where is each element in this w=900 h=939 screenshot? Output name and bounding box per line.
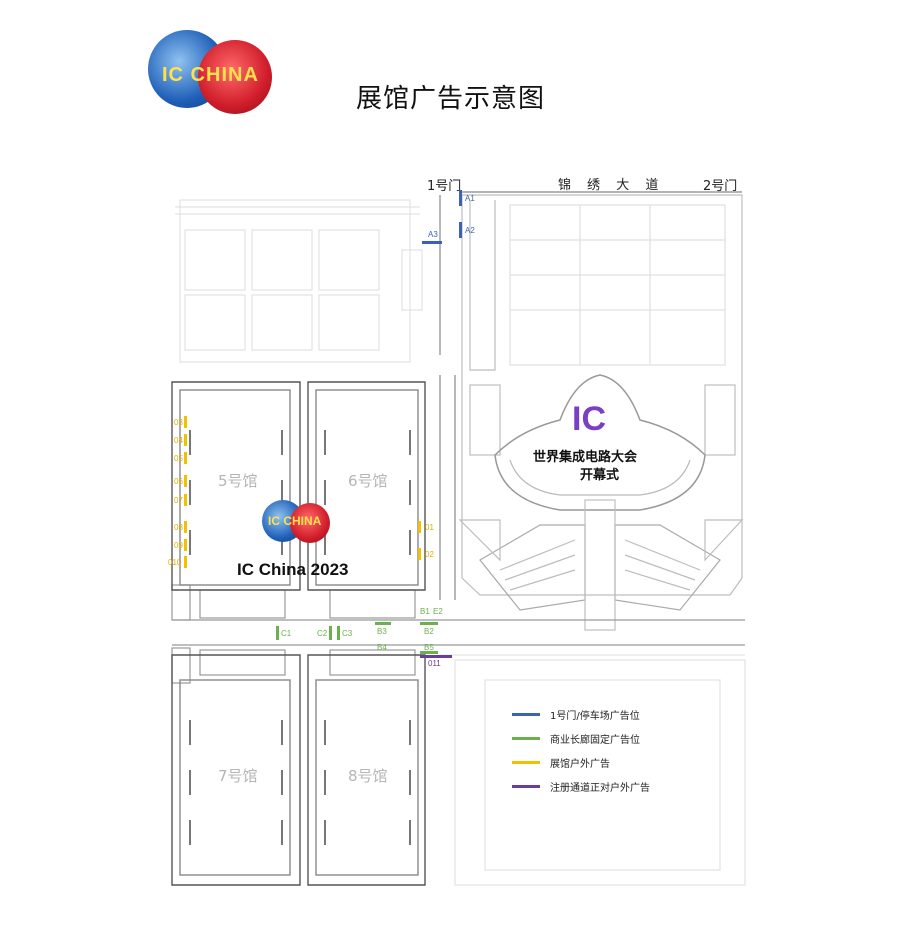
ad-label-010: 010 xyxy=(168,558,182,567)
legend-swatch xyxy=(512,737,540,740)
ad-bar-02 xyxy=(418,548,421,560)
ad-bar-01 xyxy=(418,521,421,533)
ad-bar-06 xyxy=(184,475,187,487)
center-logo-caption: IC China 2023 xyxy=(237,560,349,579)
ad-bar-C1 xyxy=(276,626,279,640)
ad-bar-A1 xyxy=(459,190,462,206)
ad-label-A3: A3 xyxy=(428,230,438,239)
exhibition-halls xyxy=(171,381,426,886)
ad-label-C2: C2 xyxy=(317,629,328,638)
ad-bar-010 xyxy=(184,556,187,568)
legend-swatch xyxy=(512,785,540,788)
legend-item-purple: 注册通道正对户外广告 xyxy=(512,779,650,794)
ad-bar-B3 xyxy=(375,622,391,625)
hall-5-label: 5号馆 xyxy=(218,472,258,490)
ad-label-011: 011 xyxy=(428,659,441,668)
ad-label-01: 01 xyxy=(425,523,434,532)
gate-1-label: 1号门 xyxy=(427,179,462,194)
legend-item-blue: 1号门/停车场广告位 xyxy=(512,707,640,722)
ceremony-logo: IC xyxy=(572,400,606,438)
ad-label-A1: A1 xyxy=(465,194,475,203)
ad-label-05: 05 xyxy=(174,454,183,463)
legend-swatch xyxy=(512,713,540,716)
center-logo-text: IC CHINA xyxy=(268,514,322,528)
ad-label-04: 04 xyxy=(174,436,183,445)
north-west-building xyxy=(175,199,423,363)
ad-label-B3: B3 xyxy=(377,627,387,636)
ad-bar-09 xyxy=(184,539,187,551)
ad-label-09: 09 xyxy=(174,541,183,550)
ad-label-03: 03 xyxy=(174,418,183,427)
ad-bar-03 xyxy=(184,416,187,428)
legend-label: 商业长廊固定广告位 xyxy=(550,735,640,746)
ad-bar-C2 xyxy=(329,626,332,640)
page-title: 展馆广告示意图 xyxy=(356,84,546,114)
road-label: 锦 绣 大 道 xyxy=(558,178,665,193)
south-east-building xyxy=(440,654,746,886)
ad-label-B4: B4 xyxy=(377,643,387,652)
center-logo: IC CHINA xyxy=(262,500,347,550)
ad-label-B1: B1 xyxy=(420,607,430,616)
hall-7-label: 7号馆 xyxy=(218,767,258,785)
ceremony-line-2: 开幕式 xyxy=(580,468,620,483)
north-main-building xyxy=(458,194,744,631)
ad-label-06: 06 xyxy=(174,477,183,486)
legend-label: 1号门/停车场广告位 xyxy=(550,711,640,722)
ad-bar-08 xyxy=(184,521,187,533)
red-circle-icon xyxy=(198,40,272,114)
hall-8-label: 8号馆 xyxy=(348,767,388,785)
ad-bar-B2 xyxy=(420,622,438,625)
ad-bar-B5 xyxy=(420,651,438,654)
ad-label-C1: C1 xyxy=(281,629,292,638)
legend-item-yellow: 展馆户外广告 xyxy=(512,755,610,770)
ad-bar-011 xyxy=(420,655,452,658)
ad-bar-04 xyxy=(184,434,187,446)
legend-swatch xyxy=(512,761,540,764)
ad-bar-C3 xyxy=(337,626,340,640)
ceremony-line-1: 世界集成电路大会 xyxy=(533,450,638,465)
logo-text: IC CHINA xyxy=(162,64,259,86)
ad-label-B2: B2 xyxy=(424,627,434,636)
ad-bar-05 xyxy=(184,452,187,464)
ad-bar-A3 xyxy=(422,241,442,244)
red-circle-icon xyxy=(290,503,330,543)
hall-6-label: 6号馆 xyxy=(348,472,388,490)
gate-2-label: 2号门 xyxy=(703,179,738,194)
ad-label-08: 08 xyxy=(174,523,183,532)
ic-china-logo: IC CHINA xyxy=(148,30,293,115)
ad-label-02: 02 xyxy=(425,550,434,559)
ad-label-07: 07 xyxy=(174,496,183,505)
road-lines xyxy=(439,191,742,600)
commercial-corridor xyxy=(171,584,745,684)
ad-bar-A2 xyxy=(459,222,462,238)
ad-label-C3: C3 xyxy=(342,629,353,638)
ad-bar-07 xyxy=(184,494,187,506)
ad-label-B5: B5 xyxy=(424,643,434,652)
ad-label-E2: E2 xyxy=(433,607,443,616)
legend-item-green: 商业长廊固定广告位 xyxy=(512,731,640,746)
legend-label: 注册通道正对户外广告 xyxy=(550,783,650,794)
legend-label: 展馆户外广告 xyxy=(550,759,610,770)
ad-label-A2: A2 xyxy=(465,226,475,235)
